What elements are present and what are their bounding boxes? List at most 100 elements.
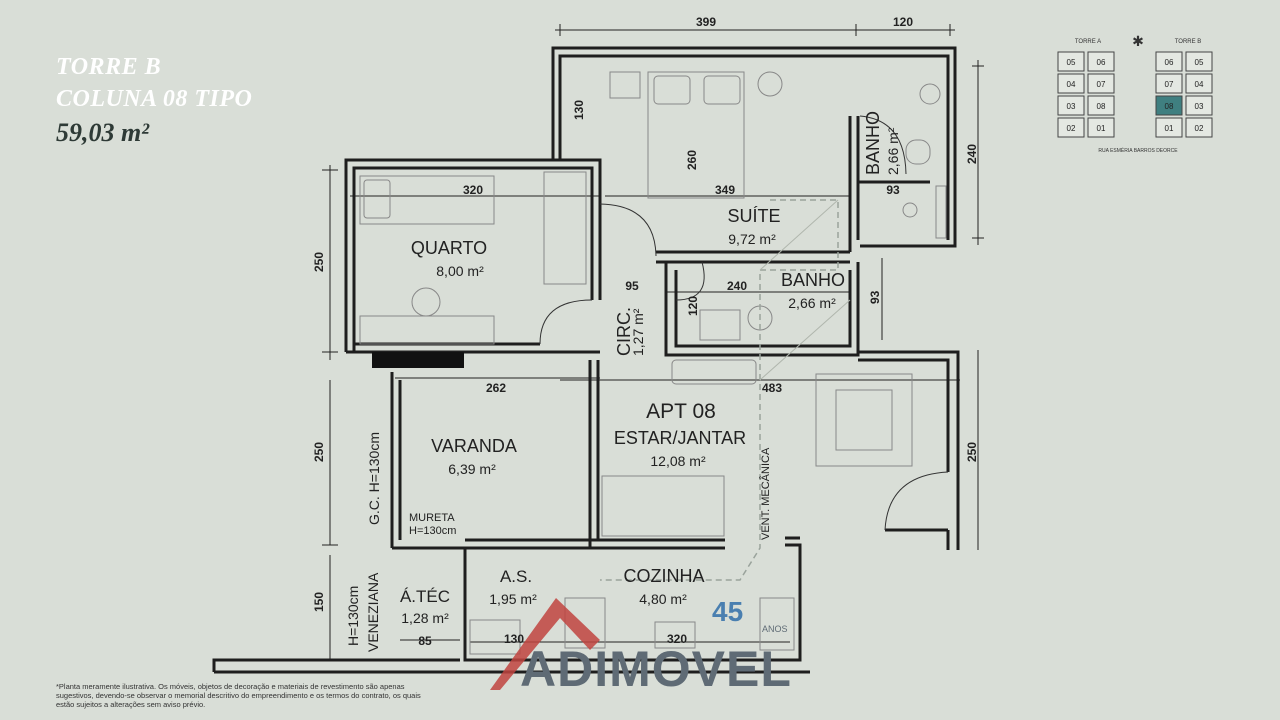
key-plan-unit-label: 03 bbox=[1067, 102, 1076, 111]
label-vent: VENT. MECÂNICA bbox=[759, 447, 772, 540]
key-plan-cell bbox=[1057, 51, 1085, 72]
key-plan-unit-label: 02 bbox=[1067, 124, 1076, 133]
label-mureta: MURETA bbox=[409, 512, 455, 524]
key-plan-unit-label: 06 bbox=[1165, 58, 1174, 67]
label-banho-suite: BANHO bbox=[863, 111, 883, 175]
key-plan-unit-label: 01 bbox=[1097, 124, 1106, 133]
key-plan-cell bbox=[1057, 95, 1085, 116]
key-plan-unit-label: 08 bbox=[1165, 102, 1174, 111]
key-plan-cell bbox=[1185, 51, 1213, 72]
dim-120-circ: 120 bbox=[686, 296, 700, 316]
label-apartment: APT 08 bbox=[646, 400, 716, 423]
logo-sub: ANOS bbox=[762, 624, 788, 634]
key-plan-unit-label: 01 bbox=[1165, 124, 1174, 133]
key-plan-cell bbox=[1185, 117, 1213, 138]
key-plan-cell bbox=[1155, 117, 1183, 138]
key-plan-cell bbox=[1087, 95, 1115, 116]
area-estar: 12,08 m² bbox=[650, 453, 706, 469]
dim-250-right: 250 bbox=[965, 442, 979, 462]
dimension-numbers: 399 120 130 260 349 320 250 95 120 240 9… bbox=[312, 15, 979, 648]
label-mureta-height: H=130cm bbox=[409, 525, 456, 537]
key-plan-cell bbox=[1155, 95, 1183, 116]
unit-type-title: COLUNA 08 TIPO bbox=[56, 86, 253, 112]
key-plan-unit-label: 05 bbox=[1067, 58, 1076, 67]
logo-swoosh-icon bbox=[490, 598, 600, 690]
key-plan-cell bbox=[1087, 117, 1115, 138]
dim-250-left-top: 250 bbox=[312, 252, 326, 272]
dim-483: 483 bbox=[762, 381, 782, 395]
dim-150: 150 bbox=[312, 592, 326, 612]
key-plan-unit-label: 05 bbox=[1195, 58, 1204, 67]
key-plan-unit-label: 04 bbox=[1195, 80, 1204, 89]
key-plan-unit-label: 08 bbox=[1097, 102, 1106, 111]
dim-top-120: 120 bbox=[893, 15, 913, 29]
key-plan-unit-label: 04 bbox=[1067, 80, 1076, 89]
label-quarto: QUARTO bbox=[411, 238, 487, 258]
key-plan-cell bbox=[1057, 73, 1085, 94]
label-estar: ESTAR/JANTAR bbox=[614, 428, 746, 448]
dim-top-399: 399 bbox=[696, 15, 716, 29]
dim-320-quarto: 320 bbox=[463, 183, 483, 197]
vent-duct bbox=[600, 199, 839, 581]
dim-260: 260 bbox=[685, 150, 699, 170]
tower-title: TORRE B bbox=[56, 54, 162, 80]
label-veneziana-height: H=130cm bbox=[345, 586, 361, 646]
label-cozinha: COZINHA bbox=[624, 566, 705, 586]
key-plan-cell bbox=[1057, 117, 1085, 138]
key-plan-cell bbox=[1185, 95, 1213, 116]
dim-85: 85 bbox=[418, 634, 432, 648]
label-veneziana: VENEZIANA bbox=[365, 572, 381, 652]
dim-130: 130 bbox=[572, 100, 586, 120]
label-gc: G.C. H=130cm bbox=[366, 432, 382, 525]
area-circ: 1,27 m² bbox=[630, 308, 646, 356]
room-labels: QUARTO 8,00 m² SUÍTE 9,72 m² BANHO 2,66 … bbox=[345, 111, 901, 652]
key-plan-unit-label: 07 bbox=[1097, 80, 1106, 89]
key-plan-cell bbox=[1185, 73, 1213, 94]
dim-250-left-mid: 250 bbox=[312, 442, 326, 462]
label-circ: CIRC. bbox=[614, 307, 634, 356]
area-as: 1,95 m² bbox=[489, 591, 537, 607]
label-banho-social: BANHO bbox=[781, 270, 845, 290]
area-banho-suite: 2,66 m² bbox=[885, 127, 901, 175]
key-plan-cell bbox=[1155, 51, 1183, 72]
diagonal-hatch bbox=[759, 199, 851, 381]
key-plan-tower-a: TORRE A bbox=[1075, 39, 1101, 45]
area-cozinha: 4,80 m² bbox=[639, 591, 687, 607]
key-plan-unit-label: 03 bbox=[1195, 102, 1204, 111]
key-plan-unit-label: 07 bbox=[1165, 80, 1174, 89]
key-plan-cell bbox=[1087, 51, 1115, 72]
key-plan-cell bbox=[1087, 73, 1115, 94]
logo-text: ADIMOVEL bbox=[520, 641, 792, 697]
dim-240-right: 240 bbox=[965, 144, 979, 164]
area-quarto: 8,00 m² bbox=[436, 263, 484, 279]
key-plan-street: RUA ESMÉRIA BARROS DEORCE bbox=[1098, 147, 1178, 154]
dim-93-right: 93 bbox=[868, 290, 882, 304]
compass-icon: ✱ bbox=[1132, 33, 1144, 49]
dim-130-bottom: 130 bbox=[504, 632, 524, 646]
total-area: 59,03 m² bbox=[56, 118, 150, 147]
walls bbox=[212, 46, 960, 674]
label-as: A.S. bbox=[500, 567, 532, 586]
key-plan-tower-b: TORRE B bbox=[1175, 39, 1202, 45]
window-bar bbox=[372, 352, 464, 368]
label-suite: SUÍTE bbox=[727, 206, 780, 226]
area-banho-social: 2,66 m² bbox=[788, 295, 836, 311]
dim-349: 349 bbox=[715, 183, 735, 197]
disclaimer-text: *Planta meramente ilustrativa. Os móveis… bbox=[56, 682, 421, 709]
area-varanda: 6,39 m² bbox=[448, 461, 496, 477]
area-suite: 9,72 m² bbox=[728, 231, 776, 247]
dimension-lines bbox=[322, 24, 984, 660]
label-varanda: VARANDA bbox=[431, 436, 517, 456]
logo-badge: 45 bbox=[712, 596, 744, 627]
key-plan-cell bbox=[1155, 73, 1183, 94]
area-atec: 1,28 m² bbox=[401, 610, 449, 626]
dim-320-bottom: 320 bbox=[667, 632, 687, 646]
label-atec: Á.TÉC bbox=[400, 587, 450, 606]
dim-93-banho: 93 bbox=[886, 183, 900, 197]
dim-262: 262 bbox=[486, 381, 506, 395]
